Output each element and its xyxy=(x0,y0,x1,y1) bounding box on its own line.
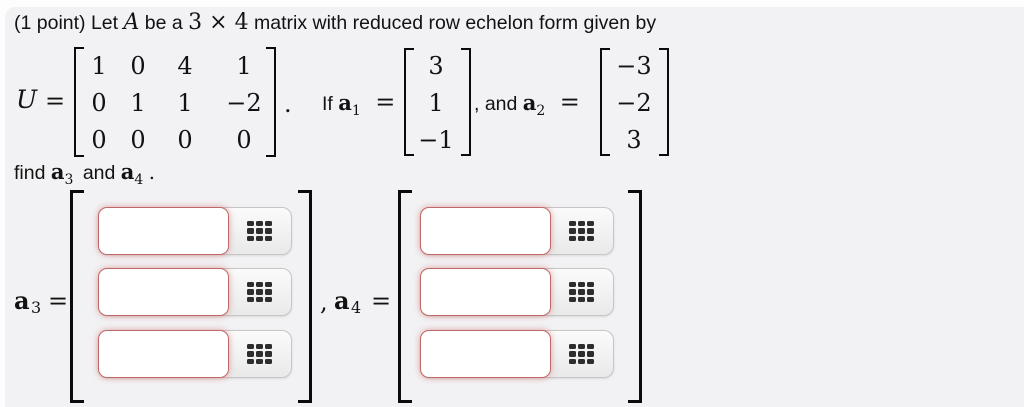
matrix-left-bracket xyxy=(74,47,84,157)
matrix-cell: −2 xyxy=(226,88,262,117)
keypad-button[interactable] xyxy=(550,269,613,315)
a4-entry-row3 xyxy=(420,330,614,378)
matrix-cell: 0 xyxy=(91,88,107,117)
matrix-cell: 0 xyxy=(177,125,193,154)
matrix-dims: 3 × 4 xyxy=(188,10,249,35)
a4-right-bracket xyxy=(628,190,642,403)
keypad-button[interactable] xyxy=(228,331,291,377)
matrix-cell: 1 xyxy=(177,88,193,117)
a1-label: a xyxy=(338,90,352,115)
a2-value: −2 xyxy=(616,89,652,117)
a4-row1-input[interactable] xyxy=(420,207,551,255)
a4-equals: = xyxy=(371,287,392,315)
a1-value: −1 xyxy=(418,126,454,154)
a3-answer-sub: 3 xyxy=(31,298,42,317)
a1-right-bracket xyxy=(461,48,471,156)
var-A: A xyxy=(123,10,140,35)
period: . xyxy=(284,90,292,118)
matrix-cell: 0 xyxy=(236,125,252,154)
a4-answer-sub: 4 xyxy=(351,298,362,317)
a3-equals: = xyxy=(48,287,69,315)
a3-row2-input[interactable] xyxy=(98,268,229,316)
a4-entry-row2 xyxy=(420,268,614,316)
a2-value: −3 xyxy=(616,52,652,80)
keypad-icon xyxy=(569,281,594,303)
point-label: (1 point) Let xyxy=(14,12,119,34)
a4-row2-input[interactable] xyxy=(420,268,551,316)
matrix-right-bracket xyxy=(266,47,276,157)
answers-separator: , xyxy=(320,288,328,316)
keypad-icon xyxy=(247,220,272,242)
matrix-row: 0 0 0 0 xyxy=(86,121,282,158)
matrix-cell: 1 xyxy=(130,88,146,117)
a2-value: 3 xyxy=(626,126,642,154)
a1-lhs: If a1 = xyxy=(322,88,396,119)
a3-entry-row1 xyxy=(98,207,292,255)
matrix-cell: 0 xyxy=(91,125,107,154)
keypad-icon xyxy=(247,281,272,303)
keypad-icon xyxy=(569,220,594,242)
a1-left-bracket xyxy=(404,48,414,156)
a3-row3-input[interactable] xyxy=(98,330,229,378)
a3-entry-row3 xyxy=(98,330,292,378)
matrix-cell: 0 xyxy=(130,125,146,154)
a3-answer-label: a xyxy=(14,286,30,315)
a2-label: a xyxy=(522,90,537,115)
a4-ref: a xyxy=(120,159,135,184)
a1-value: 1 xyxy=(428,89,444,117)
keypad-icon xyxy=(247,343,272,365)
matrix-cell: 0 xyxy=(130,51,146,80)
keypad-button[interactable] xyxy=(550,331,613,377)
keypad-icon xyxy=(569,343,594,365)
a3-left-bracket xyxy=(70,190,84,403)
a3-row1-input[interactable] xyxy=(98,207,229,255)
matrix-cell: 1 xyxy=(91,51,107,80)
a4-entry-row1 xyxy=(420,207,614,255)
find-line: find a3 and a4 . xyxy=(14,159,155,188)
a4-row3-input[interactable] xyxy=(420,330,551,378)
a1-value: 3 xyxy=(428,52,444,80)
a2-lhs: , and a2 = xyxy=(474,88,580,119)
matrix-cell: 4 xyxy=(177,51,193,80)
a3-entry-row2 xyxy=(98,268,292,316)
u-label: U xyxy=(16,85,38,114)
a3-ref: a xyxy=(50,159,65,184)
a4-left-bracket xyxy=(398,190,412,403)
matrix-cell: 1 xyxy=(236,51,252,80)
u-equals: = xyxy=(45,87,66,115)
a2-left-bracket xyxy=(600,48,610,156)
a3-right-bracket xyxy=(298,190,312,403)
problem-statement: (1 point) Let A be a 3 × 4 matrix with r… xyxy=(14,10,657,35)
keypad-button[interactable] xyxy=(228,269,291,315)
matrix-row: 0 1 1 −2 xyxy=(86,84,282,121)
keypad-button[interactable] xyxy=(228,208,291,254)
a2-right-bracket xyxy=(659,48,669,156)
keypad-button[interactable] xyxy=(550,208,613,254)
matrix-row: 1 0 4 1 xyxy=(86,47,282,84)
a4-answer-label: a xyxy=(334,286,350,315)
